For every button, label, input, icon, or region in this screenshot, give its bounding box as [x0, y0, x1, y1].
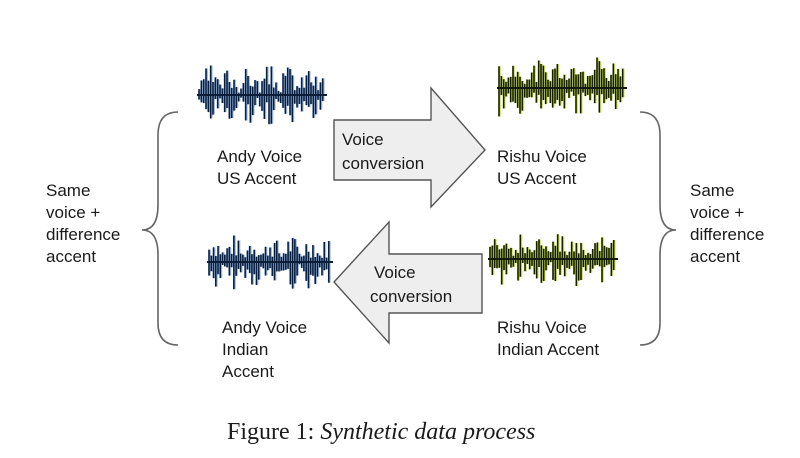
rishu-us-line-2: US Accent — [497, 169, 577, 188]
bottom-arrow-line-2: conversion — [370, 287, 453, 306]
bottom-arrow-label: Voice conversion — [370, 261, 452, 309]
top-arrow-line-2: conversion — [342, 154, 425, 173]
left-side-label: Same voice + difference accent — [46, 180, 120, 268]
left-side-line-4: accent — [46, 247, 97, 266]
caption-title: Synthetic data process — [320, 419, 536, 445]
waveform-bars — [207, 235, 333, 290]
waveform-bars — [197, 65, 327, 125]
figure-caption: Figure 1: Synthetic data process — [227, 419, 535, 446]
right-side-line-4: accent — [690, 247, 741, 266]
caption-prefix: Figure 1: — [227, 419, 315, 445]
right-side-label: Same voice + difference accent — [690, 180, 764, 268]
left-side-line-1: Same — [46, 181, 91, 200]
waveform-bars — [488, 234, 618, 287]
rishu-us-waveform — [497, 57, 627, 117]
waveform-bars — [497, 57, 627, 117]
andy-indian-line-3: Accent — [222, 362, 274, 381]
andy-indian-line-1: Andy Voice — [222, 318, 308, 337]
andy-us-line-2: US Accent — [217, 169, 297, 188]
andy-indian-line-2: Indian — [222, 340, 269, 359]
andy-indian-waveform — [207, 235, 333, 290]
bottom-arrow-line-1: Voice — [374, 263, 416, 282]
top-arrow-label: Voice conversion — [342, 128, 424, 176]
rishu-indian-waveform — [488, 234, 618, 287]
left-side-line-3: difference — [46, 225, 121, 244]
rishu-indian-label: Rishu Voice Indian Accent — [497, 317, 599, 361]
andy-us-waveform — [197, 65, 327, 125]
rishu-indian-line-2: Indian Accent — [497, 340, 600, 359]
top-arrow-line-1: Voice — [342, 130, 384, 149]
right-side-line-3: difference — [690, 225, 765, 244]
andy-us-line-1: Andy Voice — [217, 147, 303, 166]
right-side-line-1: Same — [690, 181, 735, 200]
andy-indian-label: Andy Voice Indian Accent — [222, 317, 307, 383]
rishu-us-label: Rishu Voice US Accent — [497, 146, 587, 190]
rishu-indian-line-1: Rishu Voice — [497, 318, 587, 337]
right-side-line-2: voice + — [690, 203, 745, 222]
left-side-line-2: voice + — [46, 203, 101, 222]
rishu-us-line-1: Rishu Voice — [497, 147, 587, 166]
andy-us-label: Andy Voice US Accent — [217, 146, 302, 190]
